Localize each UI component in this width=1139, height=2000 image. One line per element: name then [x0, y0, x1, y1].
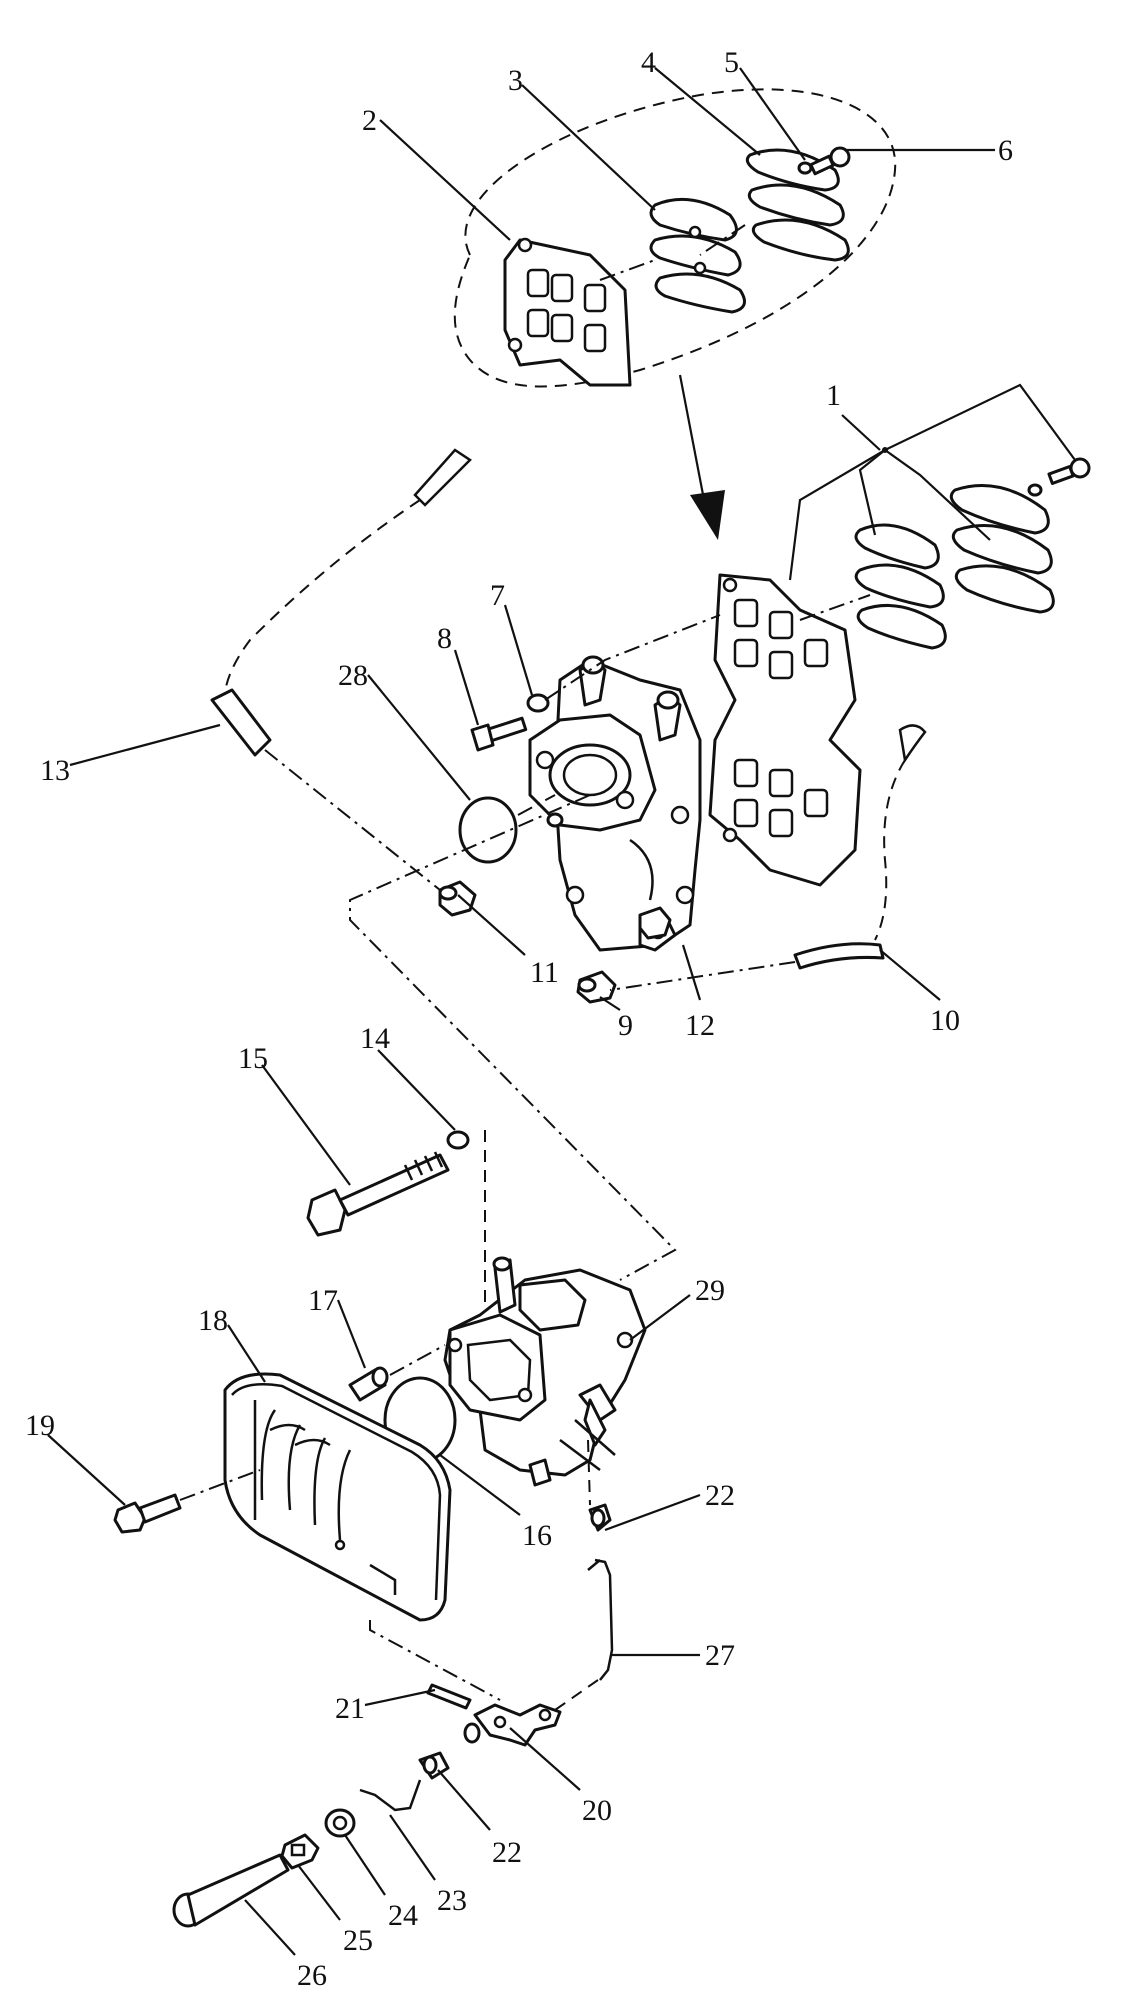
callout-22-upper: 22 — [705, 1479, 735, 1512]
long-bolt — [306, 1151, 450, 1237]
callout-13: 13 — [40, 754, 70, 787]
callout-10: 10 — [930, 1004, 960, 1037]
callout-labels: 1 2 3 4 5 6 7 8 9 10 11 12 13 14 15 16 1… — [25, 46, 1013, 1992]
callout-25: 25 — [343, 1924, 373, 1957]
clip — [588, 1503, 612, 1532]
detail-oval-outline — [453, 88, 897, 388]
carburetor — [443, 1256, 647, 1487]
callout-15: 15 — [238, 1042, 268, 1075]
callout-6: 6 — [998, 134, 1013, 167]
reed-stopper — [745, 148, 850, 262]
callout-20: 20 — [582, 1794, 612, 1827]
callout-4: 4 — [641, 46, 656, 79]
callout-29: 29 — [695, 1274, 725, 1307]
callout-24: 24 — [388, 1899, 418, 1932]
callout-19: 19 — [25, 1409, 55, 1442]
callout-leaders — [47, 67, 995, 1956]
callout-12: 12 — [685, 1009, 715, 1042]
hose-fitting — [438, 880, 477, 917]
callout-9: 9 — [618, 1009, 633, 1042]
reed-valve-assembly — [708, 383, 1091, 887]
callout-26: 26 — [297, 1959, 327, 1992]
reed-plate — [503, 237, 632, 387]
intake-manifold — [528, 655, 702, 952]
callout-23: 23 — [437, 1884, 467, 1917]
washer — [446, 1130, 470, 1150]
reed-valve-detail-group — [453, 88, 897, 388]
callout-28: 28 — [338, 659, 368, 692]
nut — [324, 1808, 356, 1838]
hose — [210, 448, 472, 891]
washer — [797, 161, 813, 175]
screw — [113, 1493, 182, 1534]
reed-petals — [649, 197, 746, 314]
choke-knob — [172, 1853, 290, 1928]
link-rod — [359, 1779, 422, 1812]
linkage-rod — [587, 1558, 614, 1681]
pin — [426, 1683, 472, 1710]
callout-27: 27 — [705, 1639, 735, 1672]
callout-3: 3 — [508, 64, 523, 97]
bolt — [470, 716, 528, 752]
washer — [526, 693, 550, 713]
callout-21: 21 — [335, 1692, 365, 1725]
callout-17: 17 — [308, 1284, 338, 1317]
callout-11: 11 — [530, 956, 559, 989]
hose-fitting — [576, 970, 617, 1004]
callout-14: 14 — [360, 1022, 390, 1055]
clip — [418, 1751, 450, 1780]
pin-end — [463, 1722, 481, 1744]
callout-5: 5 — [724, 46, 739, 79]
callout-22-lower: 22 — [492, 1836, 522, 1869]
bushing — [280, 1833, 320, 1870]
hose-fitting — [638, 906, 672, 940]
assembly-arrow — [678, 374, 725, 540]
hose — [609, 724, 927, 991]
callout-18: 18 — [198, 1304, 228, 1337]
callout-8: 8 — [437, 622, 452, 655]
callout-2: 2 — [362, 104, 377, 137]
screw — [809, 146, 851, 176]
choke-lever — [473, 1703, 562, 1747]
dowel-pin — [348, 1366, 389, 1402]
callout-1: 1 — [826, 379, 841, 412]
callout-16: 16 — [522, 1519, 552, 1552]
gasket — [458, 796, 518, 864]
callout-7: 7 — [490, 579, 505, 612]
air-silencer — [223, 1372, 452, 1622]
